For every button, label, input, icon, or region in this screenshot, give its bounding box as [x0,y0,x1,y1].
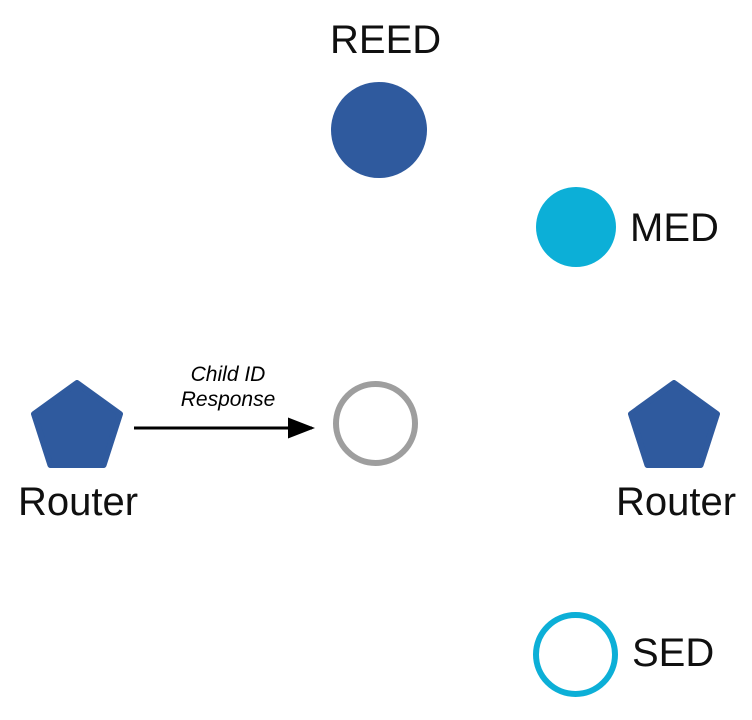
child-id-response-edge-label: Child ID Response [180,363,276,411]
router-left-label: Router [18,480,139,524]
reed-node-circle[interactable] [331,82,427,178]
reed-label: REED [330,18,442,62]
router-left-pentagon[interactable] [31,380,123,468]
center-node-circle[interactable] [333,381,418,466]
sed-label: SED [632,631,715,675]
sed-node-circle[interactable] [533,612,618,697]
pentagon-icon [31,380,123,468]
router-right-pentagon[interactable] [628,380,720,468]
med-label: MED [630,206,719,250]
med-node-circle[interactable] [536,187,616,267]
pentagon-icon [628,380,720,468]
router-right-label: Router [616,480,737,524]
child-id-response-arrow [134,417,315,439]
